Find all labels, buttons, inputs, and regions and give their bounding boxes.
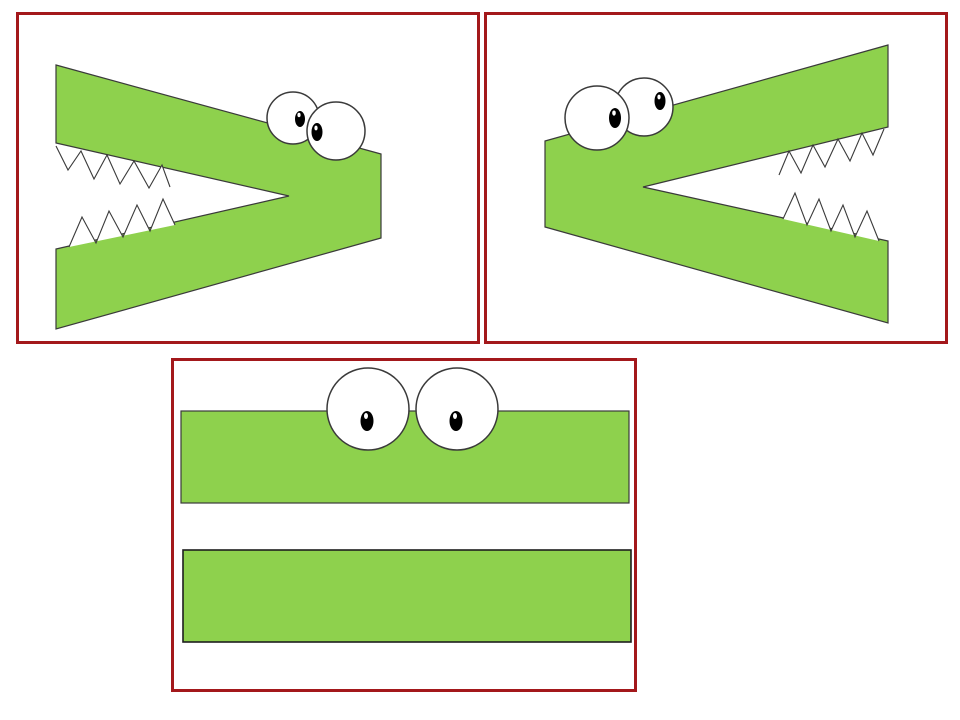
eye-right bbox=[415, 367, 499, 451]
eye-front bbox=[564, 85, 630, 151]
crocodile-jaw bbox=[55, 64, 382, 330]
panel-left bbox=[16, 12, 480, 344]
eye-front bbox=[306, 101, 366, 161]
lower-teeth bbox=[782, 191, 880, 242]
upper-teeth bbox=[55, 145, 171, 190]
crocodile-closed-mouth-icon bbox=[180, 367, 632, 643]
eye-left bbox=[326, 367, 410, 451]
crocodile-facing-right-icon bbox=[55, 64, 382, 330]
crocodile-jaw bbox=[544, 44, 889, 324]
crocodile-facing-left-icon bbox=[544, 44, 889, 324]
lower-teeth bbox=[68, 197, 176, 248]
panel-bottom bbox=[171, 358, 637, 692]
lower-strip bbox=[182, 549, 632, 643]
upper-teeth bbox=[778, 128, 885, 176]
eye-back bbox=[266, 91, 320, 145]
panel-right bbox=[484, 12, 948, 344]
